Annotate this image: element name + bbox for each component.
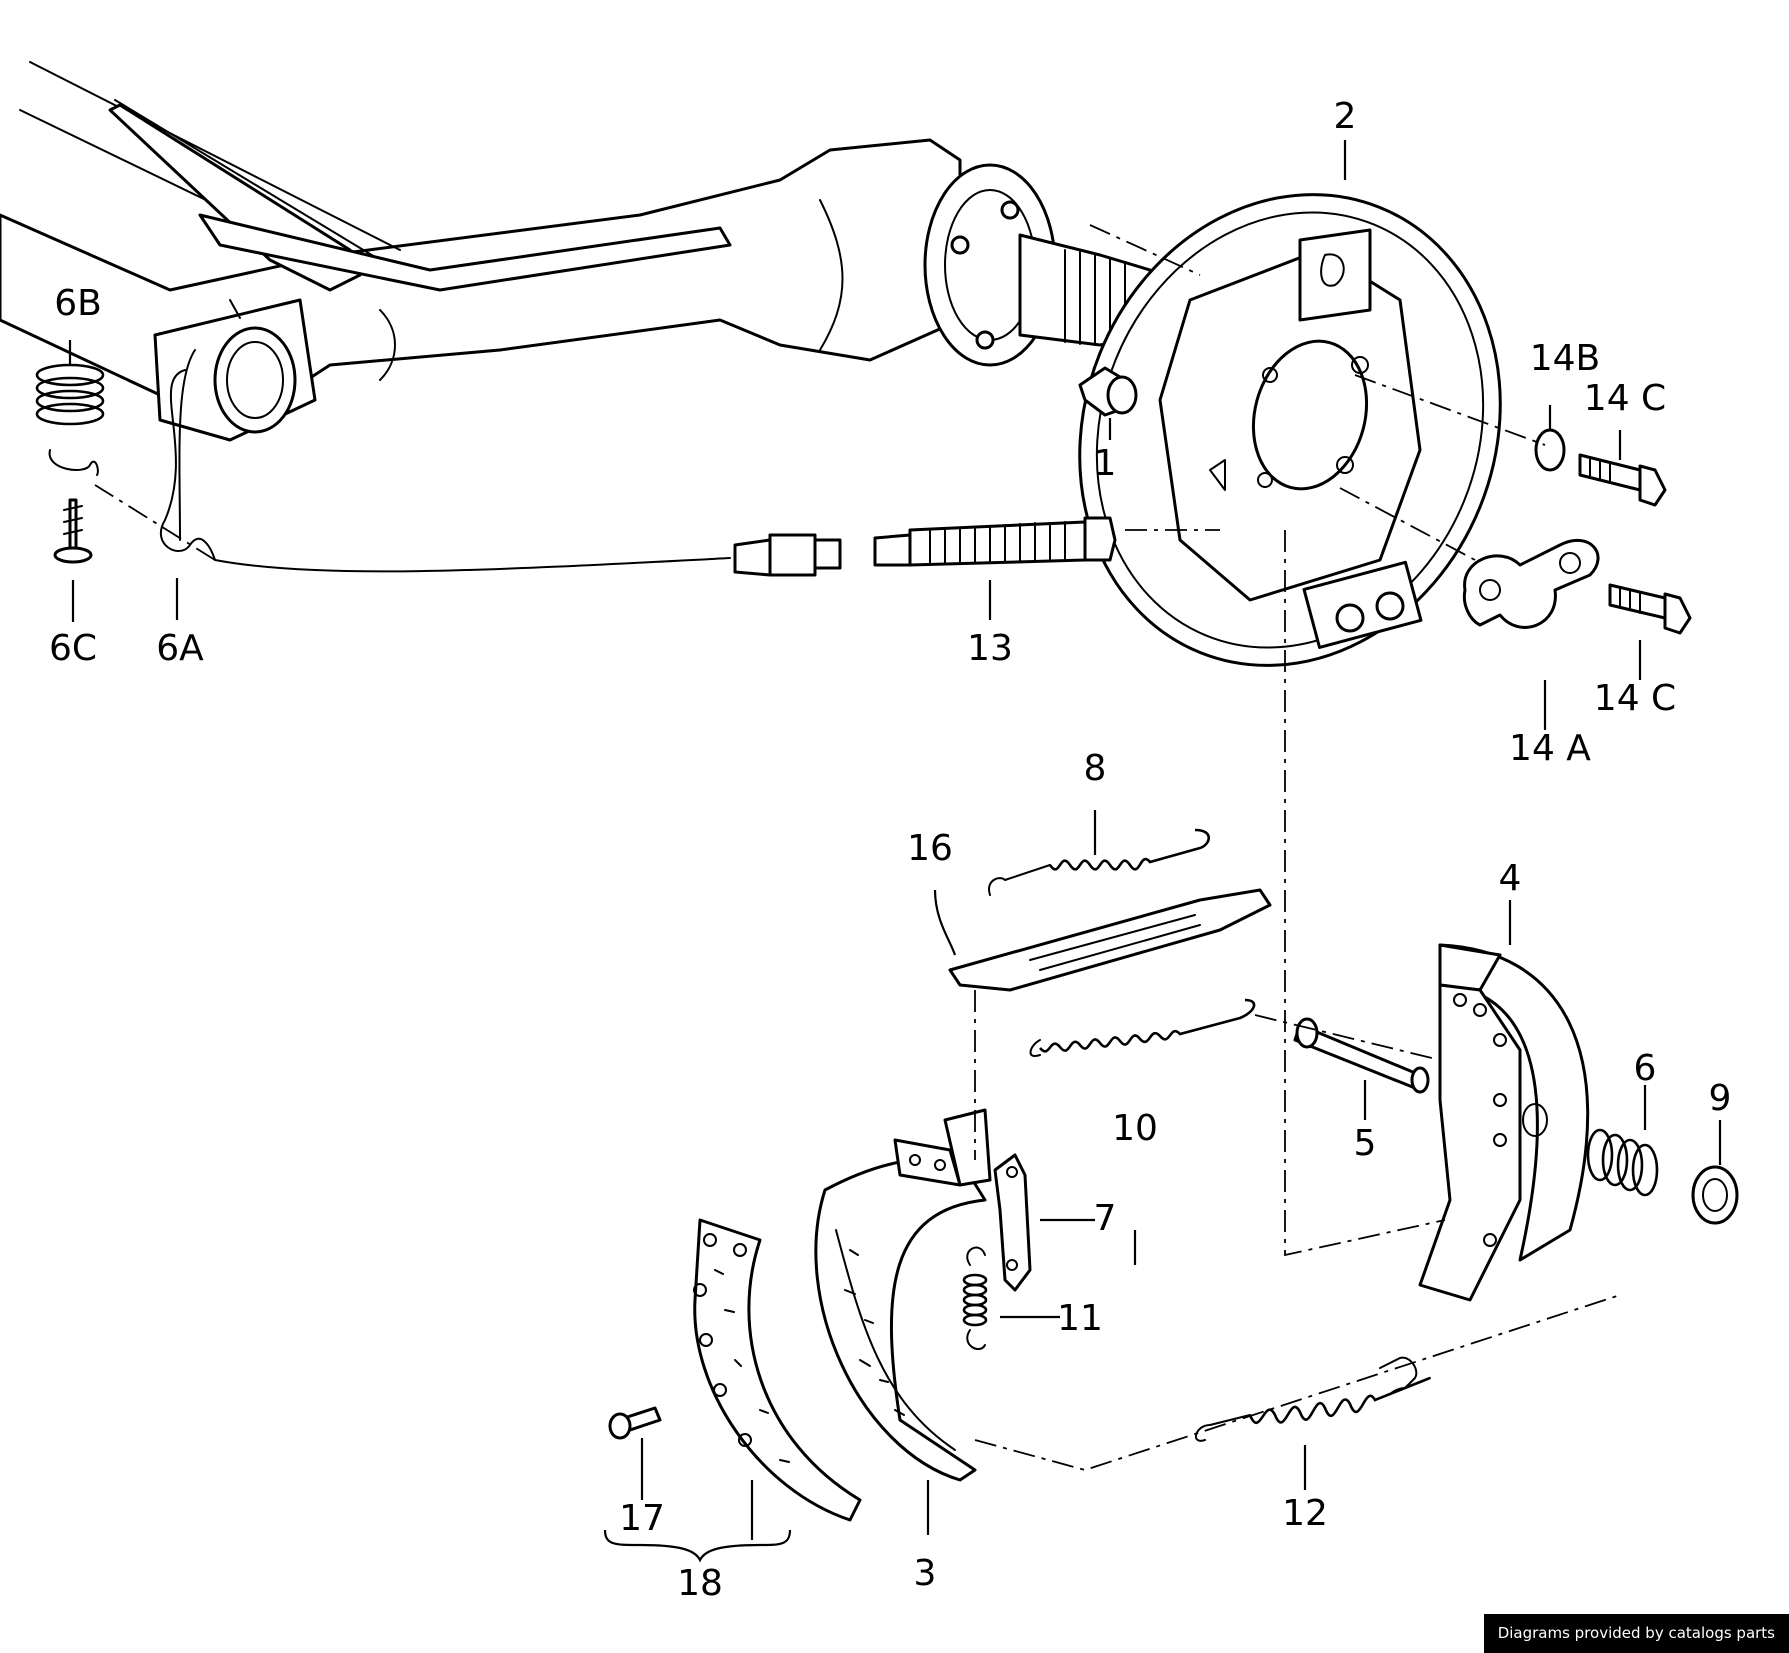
label-11: 11 — [1057, 1298, 1103, 1339]
label-7: 7 — [1094, 1198, 1117, 1239]
label-2: 2 — [1334, 96, 1357, 137]
rivet-17 — [608, 1406, 662, 1440]
label-14A: 14 A — [1509, 728, 1591, 769]
lever-7 — [993, 1153, 1032, 1292]
label-12: 12 — [1282, 1493, 1328, 1534]
grommet-1 — [1078, 366, 1138, 417]
label-4: 4 — [1499, 858, 1522, 899]
label-6A: 6A — [156, 628, 204, 669]
spring-10 — [1029, 998, 1256, 1057]
label-6C: 6C — [49, 628, 97, 669]
label-6B: 6B — [54, 283, 102, 324]
assembly-lines — [94, 224, 1621, 1471]
label-9: 9 — [1709, 1078, 1732, 1119]
label-18: 18 — [677, 1563, 723, 1604]
credit-text: Diagrams provided by catalogs parts — [1497, 1624, 1775, 1642]
credit-banner: Diagrams provided by catalogs parts — [1483, 1614, 1789, 1653]
label-10: 10 — [1112, 1108, 1158, 1149]
lock-plate-14A — [1462, 538, 1600, 629]
spring-12 — [1195, 1356, 1431, 1442]
bolt-14C-bottom — [1608, 583, 1692, 635]
brake-backing-plate — [1078, 193, 1502, 667]
spring-6B — [35, 363, 105, 476]
brake-shoe-4 — [1418, 943, 1590, 1302]
pin-5 — [1293, 1017, 1430, 1094]
cup-9 — [1691, 1165, 1739, 1225]
rear-axle-beam — [0, 61, 962, 541]
label-14C-top: 14 C — [1584, 378, 1666, 419]
clip-6A — [159, 369, 216, 561]
handbrake-cable-13 — [214, 516, 1117, 577]
part-labels: 2 1 6B 6C 6A 13 14 A 14B 14 C 14 C 8 16 … — [49, 96, 1731, 1604]
label-13: 13 — [967, 628, 1013, 669]
label-16: 16 — [907, 828, 953, 869]
label-8: 8 — [1084, 748, 1107, 789]
strut-16 — [948, 888, 1272, 992]
brake-lining-18 — [693, 1218, 862, 1522]
label-5: 5 — [1354, 1123, 1377, 1164]
brake-shoe-3 — [814, 1108, 992, 1482]
spring-8 — [988, 828, 1211, 896]
bolt-14C-top — [1578, 453, 1667, 507]
washer-14B — [1534, 428, 1566, 472]
label-14C-bottom: 14 C — [1594, 678, 1676, 719]
spring-11 — [962, 1246, 988, 1350]
label-14B: 14B — [1530, 338, 1601, 379]
label-1: 1 — [1094, 443, 1117, 484]
leader-lines — [68, 140, 1722, 1563]
label-3: 3 — [914, 1553, 937, 1594]
label-17: 17 — [619, 1498, 665, 1539]
spring-6 — [1586, 1128, 1659, 1197]
screw-6C — [53, 498, 93, 564]
label-6: 6 — [1634, 1048, 1657, 1089]
